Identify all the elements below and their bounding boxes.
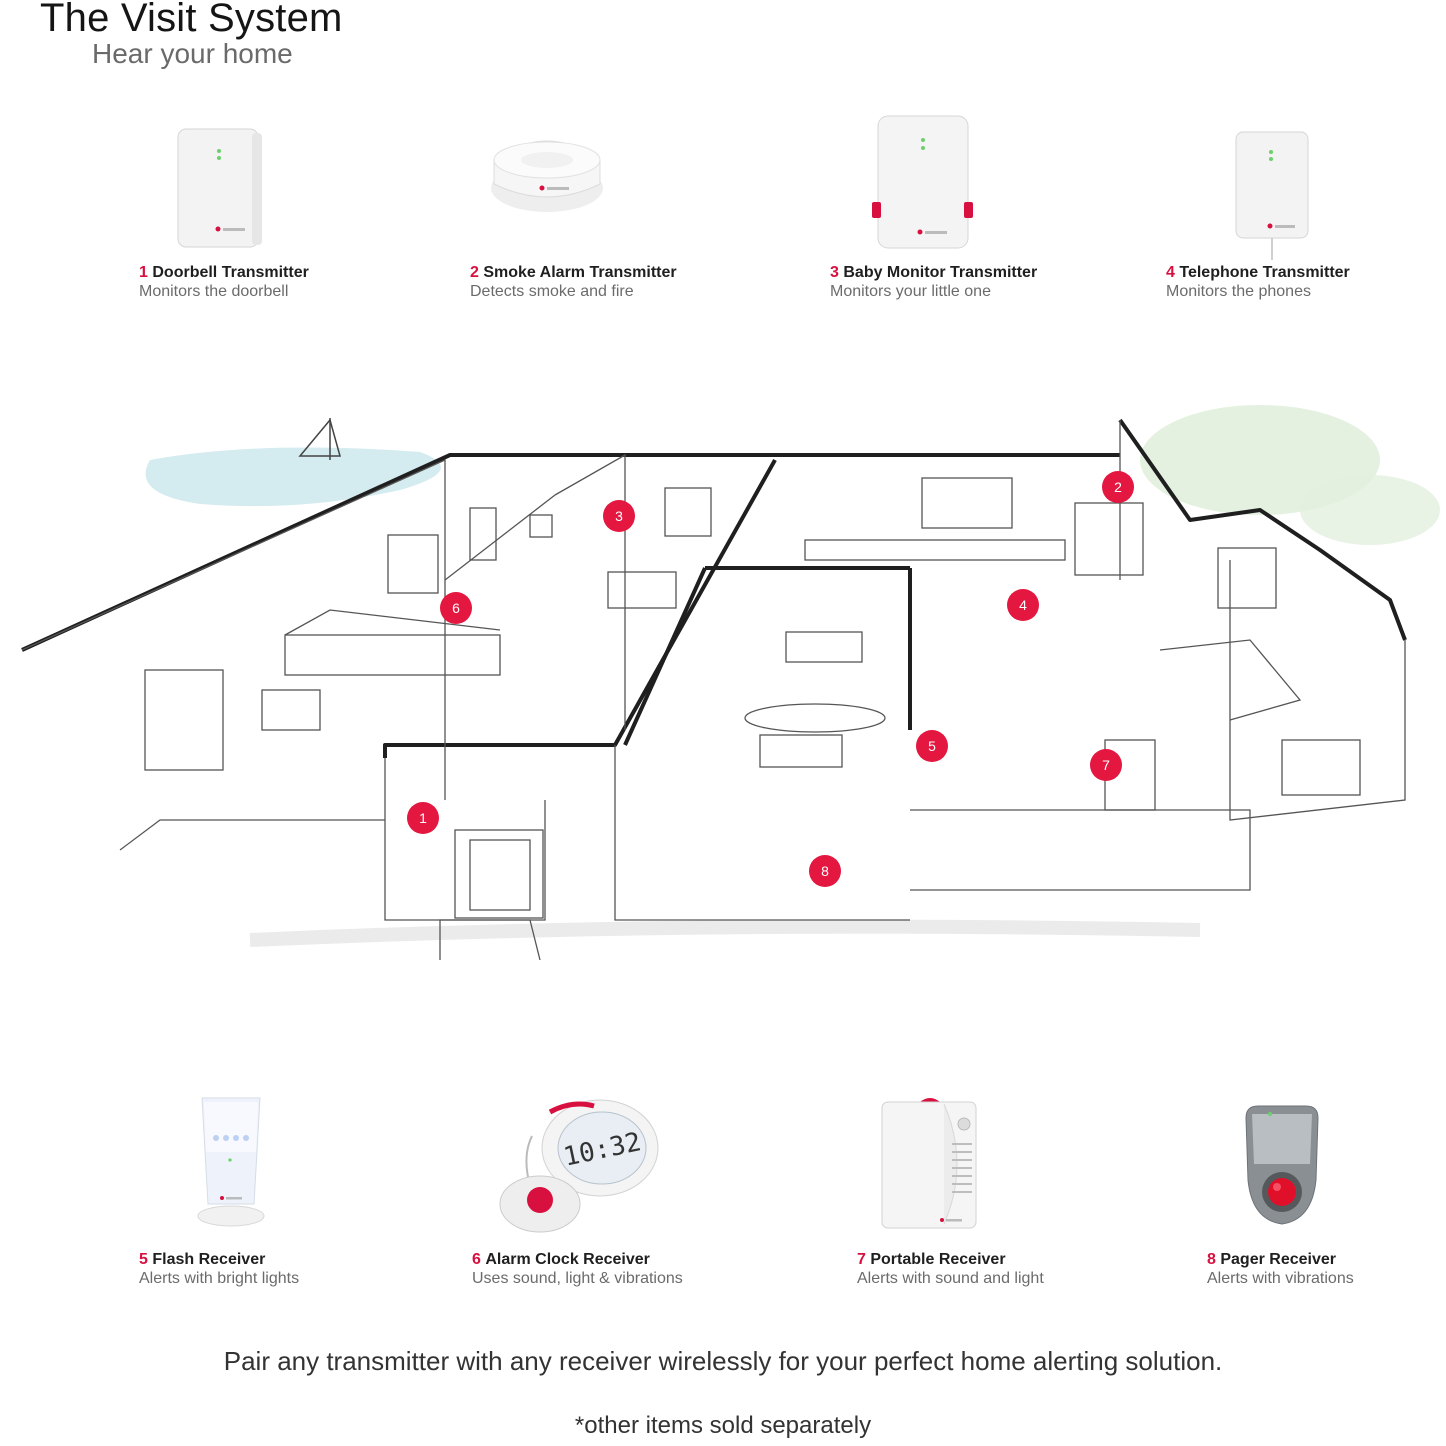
transmitter-caption-4: 4 Telephone Transmitter Monitors the pho… <box>1166 264 1350 300</box>
marker-number: 6 <box>452 600 460 616</box>
receiver-caption-5: 5 Flash Receiver Alerts with bright ligh… <box>139 1251 300 1287</box>
receiver-desc: Alerts with bright lights <box>139 1270 300 1287</box>
receiver-desc: Alerts with vibrations <box>1207 1270 1354 1287</box>
transmitter-caption-2: 2 Smoke Alarm Transmitter Detects smoke … <box>470 264 677 300</box>
flash-receiver-image <box>197 1097 265 1227</box>
alarm-clock-receiver-image: 10:32 <box>499 1099 659 1233</box>
marker-number: 1 <box>419 810 427 826</box>
marker-number: 2 <box>1114 479 1122 495</box>
receiver-name: Alarm Clock Receiver <box>485 1251 650 1268</box>
telephone-transmitter-image <box>1235 131 1309 260</box>
marker-number: 3 <box>615 508 623 524</box>
transmitter-desc: Monitors the doorbell <box>139 283 289 300</box>
transmitter-name: Smoke Alarm Transmitter <box>483 264 677 281</box>
smoke-alarm-transmitter-image <box>491 140 603 212</box>
house-marker-7: 7 <box>1090 749 1122 781</box>
transmitter-name: Telephone Transmitter <box>1179 264 1350 281</box>
receiver-caption-7: 7 Portable Receiver Alerts with sound an… <box>857 1251 1044 1287</box>
house-marker-8: 8 <box>809 855 841 887</box>
transmitter-name: Baby Monitor Transmitter <box>843 264 1038 281</box>
receiver-name: Portable Receiver <box>870 1251 1006 1268</box>
doorbell-transmitter-image <box>177 128 262 248</box>
baby-monitor-transmitter-image <box>872 115 973 249</box>
house-marker-1: 1 <box>407 802 439 834</box>
marker-number: 7 <box>1102 757 1110 773</box>
house-marker-6: 6 <box>440 592 472 624</box>
transmitter-desc: Detects smoke and fire <box>470 283 634 300</box>
footnote: *other items sold separately <box>574 1412 872 1439</box>
transmitter-caption-3: 3 Baby Monitor Transmitter Monitors your… <box>830 264 1038 300</box>
house-illustration: 1 2 3 4 5 6 7 8 <box>21 405 1440 961</box>
receiver-name: Flash Receiver <box>152 1251 266 1268</box>
house-marker-2: 2 <box>1102 471 1134 503</box>
page-subtitle: Hear your home <box>92 38 293 69</box>
marker-number: 4 <box>1019 597 1027 613</box>
transmitter-name: Doorbell Transmitter <box>152 264 309 281</box>
page-title: The Visit System <box>40 0 343 40</box>
transmitter-desc: Monitors the phones <box>1166 283 1311 300</box>
receiver-name: Pager Receiver <box>1220 1251 1336 1268</box>
marker-number: 8 <box>821 863 829 879</box>
portable-receiver-image <box>881 1098 977 1229</box>
receiver-caption-6: 6 Alarm Clock Receiver Uses sound, light… <box>472 1251 683 1287</box>
receiver-desc: Uses sound, light & vibrations <box>472 1270 683 1287</box>
receiver-desc: Alerts with sound and light <box>857 1270 1044 1287</box>
transmitter-caption-1: 1 Doorbell Transmitter Monitors the door… <box>139 264 309 300</box>
receiver-caption-8: 8 Pager Receiver Alerts with vibrations <box>1207 1251 1354 1287</box>
house-marker-5: 5 <box>916 730 948 762</box>
house-marker-4: 4 <box>1007 589 1039 621</box>
transmitter-desc: Monitors your little one <box>830 283 991 300</box>
marker-number: 5 <box>928 738 936 754</box>
tagline: Pair any transmitter with any receiver w… <box>223 1346 1223 1376</box>
house-marker-3: 3 <box>603 500 635 532</box>
pager-receiver-image <box>1245 1105 1319 1225</box>
